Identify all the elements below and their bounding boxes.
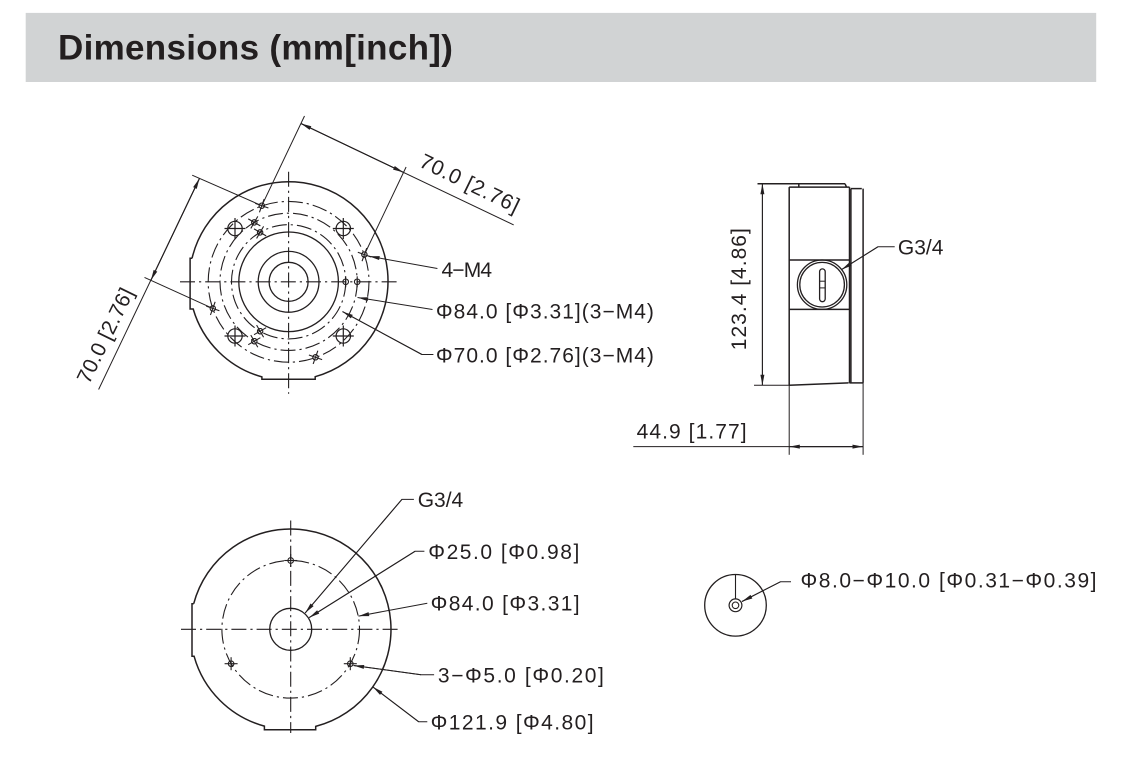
- svg-text:Φ121.9 [Φ4.80]: Φ121.9 [Φ4.80]: [431, 711, 594, 734]
- svg-text:Φ84.0 [Φ3.31]: Φ84.0 [Φ3.31]: [431, 593, 580, 616]
- svg-text:44.9 [1.77]: 44.9 [1.77]: [637, 421, 747, 444]
- svg-text:Φ25.0 [Φ0.98]: Φ25.0 [Φ0.98]: [428, 541, 579, 564]
- svg-text:Φ8.0−Φ10.0 [Φ0.31−Φ0.39]: Φ8.0−Φ10.0 [Φ0.31−Φ0.39]: [801, 570, 1097, 593]
- svg-text:Dimensions (mm[inch]): Dimensions (mm[inch]): [58, 29, 453, 68]
- svg-text:70.0 [2.76]: 70.0 [2.76]: [416, 150, 523, 218]
- svg-text:Φ70.0 [Φ2.76](3−M4): Φ70.0 [Φ2.76](3−M4): [436, 345, 654, 368]
- svg-text:Φ84.0 [Φ3.31](3−M4): Φ84.0 [Φ3.31](3−M4): [436, 301, 654, 324]
- svg-text:123.4 [4.86]: 123.4 [4.86]: [728, 228, 751, 350]
- svg-text:G3/4: G3/4: [898, 236, 944, 259]
- svg-text:G3/4: G3/4: [418, 489, 464, 512]
- svg-text:3−Φ5.0 [Φ0.20]: 3−Φ5.0 [Φ0.20]: [438, 664, 604, 687]
- svg-text:4−M4: 4−M4: [442, 259, 493, 282]
- svg-text:70.0 [2.76]: 70.0 [2.76]: [73, 285, 139, 388]
